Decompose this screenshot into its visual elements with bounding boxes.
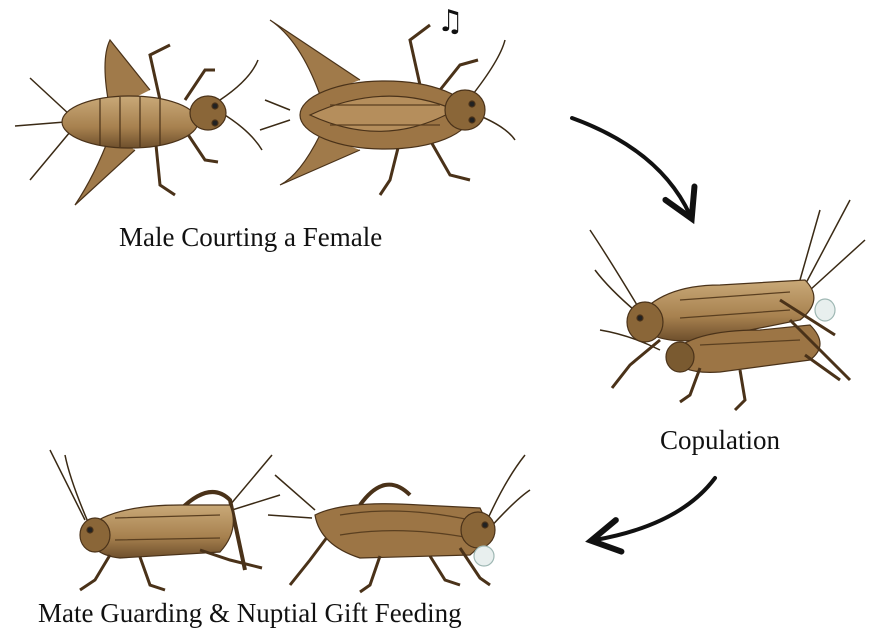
male-cricket-side-view: [268, 455, 530, 592]
stage-label-copulation: Copulation: [660, 425, 780, 456]
arrow-to-copulation: [572, 118, 690, 215]
copulating-pair: [590, 200, 865, 410]
female-cricket-side-view: [50, 450, 280, 590]
music-note-icon: ♫: [437, 4, 464, 39]
stage-label-guarding: Mate Guarding & Nuptial Gift Feeding: [38, 598, 462, 629]
stage-label-courting: Male Courting a Female: [119, 222, 382, 253]
arrow-to-guarding: [595, 478, 715, 540]
female-cricket-top-view: [15, 40, 262, 205]
male-cricket-top-view: [260, 20, 515, 195]
